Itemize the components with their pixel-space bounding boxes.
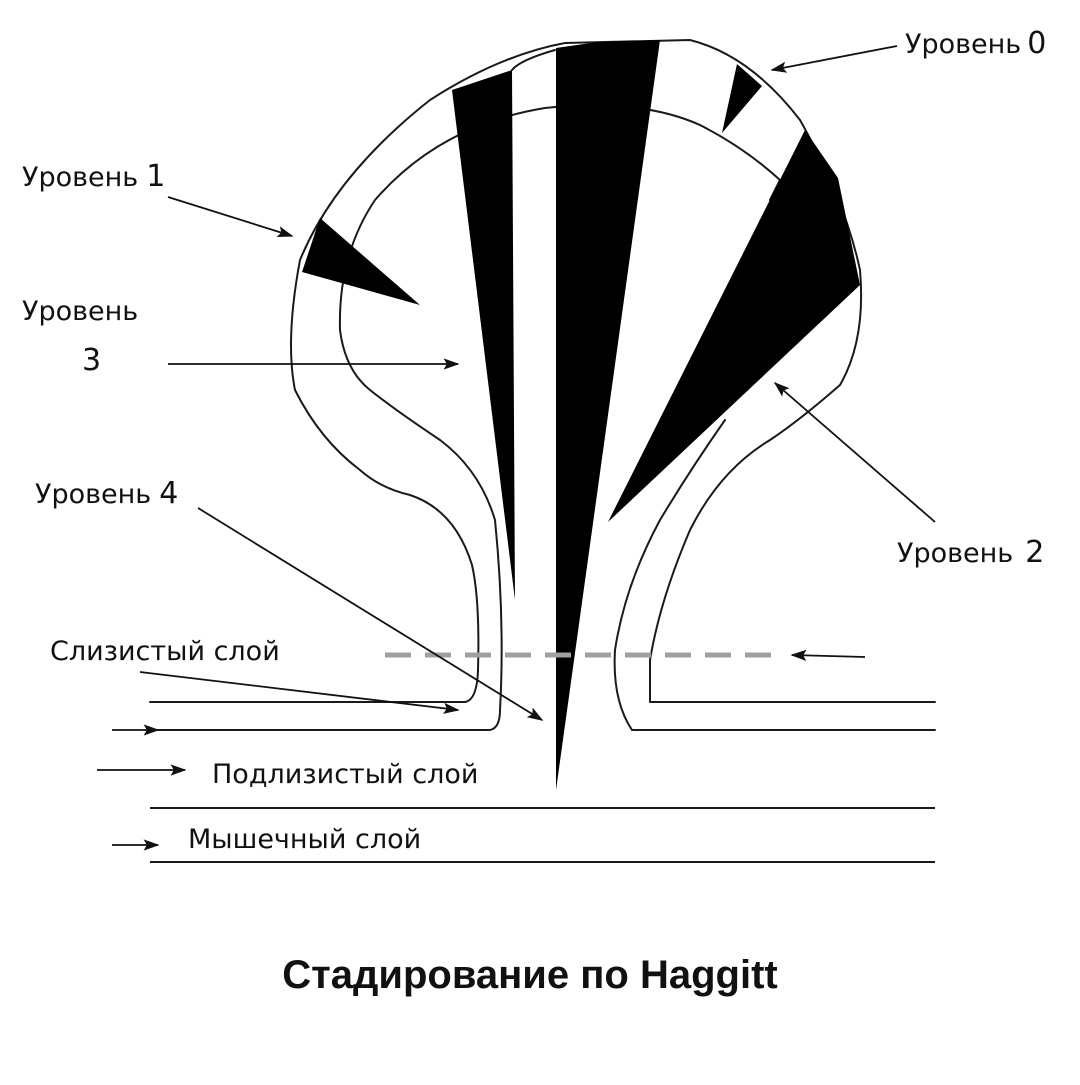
wedge-level2	[608, 130, 860, 522]
level1-arrow	[167, 196, 294, 238]
level3-label-number: 3	[82, 343, 101, 378]
dashed-marker-arrow	[790, 649, 866, 661]
submucosa-label: Подлизистый слой	[212, 759, 478, 790]
muscularis-label: Мышечный слой	[188, 824, 421, 855]
level4-arrow	[197, 507, 544, 721]
mucosa-arrow	[139, 671, 460, 714]
mucosa-label: Слизистый слой	[50, 636, 280, 667]
level0-arrow	[770, 45, 898, 73]
level3-label-word: Уровень	[22, 296, 138, 327]
diagram-title: Стадирование по Haggitt	[282, 953, 777, 997]
wedge-level4	[556, 40, 660, 790]
stalk-right-inner	[613, 419, 936, 731]
wedge-level3	[452, 70, 515, 600]
polyp-outer-outline	[149, 39, 936, 703]
wedge-level0	[722, 64, 762, 133]
level2-arrow	[773, 381, 936, 523]
head-cap-line	[511, 49, 556, 71]
wedge-level1	[302, 218, 420, 305]
